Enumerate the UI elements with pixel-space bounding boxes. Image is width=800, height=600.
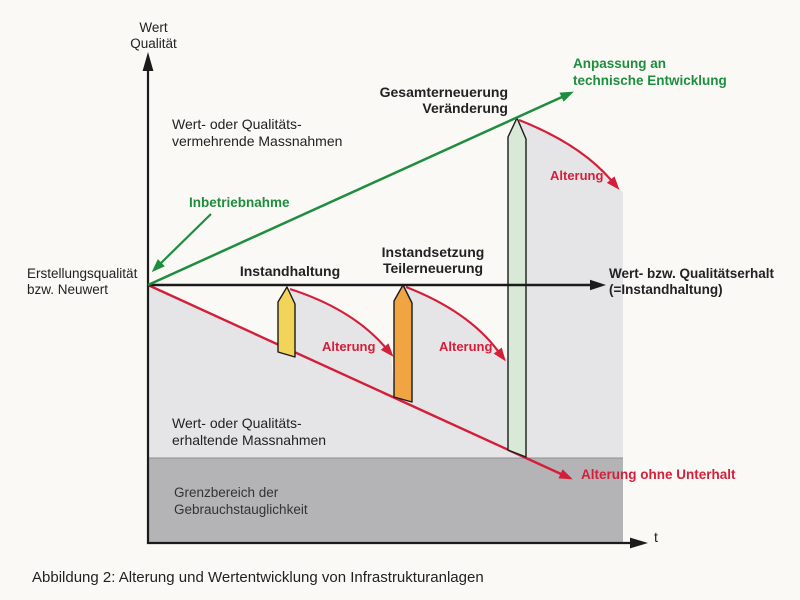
preservation-line2: (=Instandhaltung): [609, 282, 723, 297]
aging-label-3: Alterung: [550, 168, 603, 184]
zone-value-preserving-line2: erhaltende Massnahmen: [172, 432, 327, 448]
maintenance-bar: [277, 286, 296, 358]
aging-text-3: Alterung: [550, 168, 604, 183]
commissioning-label: Inbetriebnahme: [189, 195, 290, 211]
preservation-arrow-icon: [590, 279, 606, 291]
zone-value-preserving-line1: Wert- oder Qualitäts-: [172, 415, 302, 431]
y-axis-label: Wert Qualität: [106, 20, 201, 52]
x-axis-arrow-icon: [630, 537, 648, 549]
serviceability-limit-label: Grenzbereich der Gebrauchstauglichkeit: [174, 484, 308, 518]
y-axis-label-line1: Wert: [139, 20, 168, 35]
aging-without-maintenance-line: [147, 283, 573, 480]
aging-text-1: Alterung: [322, 339, 376, 354]
origin-label: Erstellungsqualität bzw. Neuwert: [27, 266, 137, 297]
x-axis-label-text: t: [654, 529, 658, 545]
y-axis-label-line2: Qualität: [130, 36, 177, 51]
aging-without-maintenance-label: Alterung ohne Unterhalt: [581, 467, 736, 483]
x-axis-label: t: [654, 529, 658, 545]
total-renewal-label: Gesamterneuerung Veränderung: [345, 84, 508, 116]
aging-area-right: [519, 121, 623, 458]
adaptation-line1: Anpassung an: [573, 56, 667, 71]
repair-bar: [393, 284, 413, 403]
aging-without-maintenance-text: Alterung ohne Unterhalt: [581, 467, 736, 482]
serviceability-limit-zone: [148, 458, 623, 543]
origin-line1: Erstellungsqualität: [27, 266, 138, 281]
aging-area-between-bars-1: [289, 290, 394, 398]
zone-value-increasing-line2: vermehrende Massnahmen: [172, 133, 343, 149]
preservation-label: Wert- bzw. Qualitätserhalt (=Instandhalt…: [609, 266, 774, 298]
zone-value-preserving-label: Wert- oder Qualitäts- erhaltende Massnah…: [172, 415, 326, 449]
y-axis-arrow-icon: [142, 52, 154, 71]
preservation-line1: Wert- bzw. Qualitätserhalt: [609, 266, 775, 281]
aging-label-2: Alterung: [439, 339, 492, 355]
commissioning-arrow: [151, 213, 212, 273]
aging-curve-1: [289, 287, 394, 357]
adaptation-line: [147, 91, 574, 287]
serviceability-limit-line2: Gebrauchstauglichkeit: [174, 502, 308, 517]
aging-text-2: Alterung: [439, 339, 493, 354]
aging-curve-3: [518, 118, 620, 190]
figure-caption: Abbildung 2: Alterung und Wertentwicklun…: [32, 570, 484, 586]
total-renewal-line1: Gesamterneuerung: [379, 84, 508, 100]
renewal-bar: [507, 117, 527, 458]
commissioning-text: Inbetriebnahme: [189, 195, 290, 210]
adaptation-label: Anpassung an technische Entwicklung: [573, 55, 727, 89]
origin-line2: bzw. Neuwert: [27, 281, 109, 297]
maintenance-text: Instandhaltung: [239, 263, 341, 279]
repair-label: Instandsetzung Teilerneuerung: [370, 244, 496, 276]
aging-label-1: Alterung: [322, 339, 375, 355]
repair-line1: Instandsetzung: [381, 244, 485, 260]
maintenance-label: Instandhaltung: [229, 263, 351, 279]
serviceability-limit-line1: Grenzbereich der: [174, 485, 279, 500]
zone-value-increasing-label: Wert- oder Qualitäts- vermehrende Massna…: [172, 116, 342, 150]
figure-caption-text: Abbildung 2: Alterung und Wertentwicklun…: [32, 569, 484, 586]
total-renewal-line2: Veränderung: [422, 100, 508, 116]
aging-area-between-bars-2: [405, 287, 508, 450]
aging-curve-2: [405, 285, 506, 362]
adaptation-line2: technische Entwicklung: [573, 73, 727, 88]
repair-line2: Teilerneuerung: [382, 259, 484, 276]
zone-value-increasing-line1: Wert- oder Qualitäts-: [172, 116, 302, 132]
